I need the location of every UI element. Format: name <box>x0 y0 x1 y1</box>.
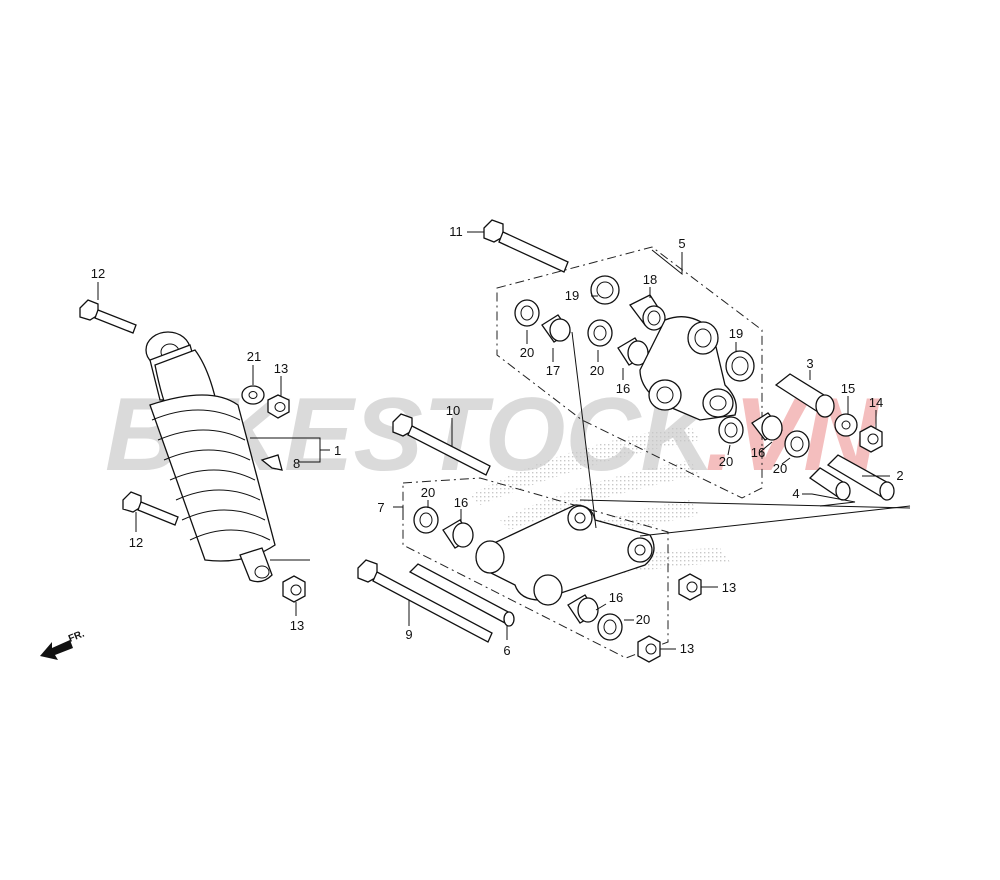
front-direction-indicator: FR. <box>40 628 86 660</box>
callout-19-right: 19 <box>729 326 743 341</box>
callout-9: 9 <box>405 627 412 642</box>
nut-14 <box>859 425 883 453</box>
callout-16-rod-upper: 16 <box>454 495 468 510</box>
nut-13-upper-shock <box>267 394 290 419</box>
callout-20-arm-lower-left: 20 <box>719 454 733 469</box>
front-label: FR. <box>67 628 86 644</box>
pin-2 <box>826 454 895 501</box>
callout-20-arm-left: 20 <box>520 345 534 360</box>
seal-19-right <box>725 350 755 382</box>
callout-16-rod-lower: 16 <box>609 590 623 605</box>
bushing-17 <box>541 314 571 343</box>
shock-arm <box>639 316 737 421</box>
shock-absorber <box>145 331 276 583</box>
seal-20-arm-left <box>514 299 540 327</box>
nut-13-bottom <box>637 635 661 663</box>
callout-15: 15 <box>841 381 855 396</box>
collar-18 <box>629 294 666 331</box>
bearing-16-rod-upper <box>442 519 474 549</box>
callout-13-rod-right: 13 <box>722 580 736 595</box>
callout-12-lower: 12 <box>129 535 143 550</box>
arm-assembly-outline <box>496 246 763 499</box>
clip-8 <box>260 454 283 471</box>
pin-6 <box>408 563 515 627</box>
callout-4: 4 <box>792 486 799 501</box>
seal-20-arm-lower-right <box>784 430 810 458</box>
bearing-16-rod-lower <box>567 594 599 624</box>
seal-20-rod-lower <box>597 613 623 641</box>
bolt-12-upper <box>79 299 137 334</box>
callout-7: 7 <box>377 500 384 515</box>
seal-19-left <box>590 275 620 305</box>
callout-14: 14 <box>869 395 883 410</box>
callout-13-shock-upper: 13 <box>274 361 288 376</box>
callout-8: 8 <box>293 456 300 471</box>
collar-4 <box>808 467 851 501</box>
callout-11: 11 <box>449 224 463 239</box>
callout-19-left: 19 <box>565 288 579 303</box>
callout-20-rod-lower: 20 <box>636 612 650 627</box>
bolt-9 <box>357 559 493 643</box>
seal-20-arm-lower-left <box>718 416 744 444</box>
nut-13-lower-shock <box>282 575 306 603</box>
seal-20-arm-middle <box>587 319 613 347</box>
callout-2: 2 <box>896 468 903 483</box>
callout-21: 21 <box>247 349 261 364</box>
callout-6: 6 <box>503 643 510 658</box>
bearing-16-arm-lower <box>751 412 783 441</box>
bolt-10 <box>392 413 491 476</box>
cushion-rod <box>475 504 655 606</box>
callout-18: 18 <box>643 272 657 287</box>
callout-13-bottom: 13 <box>680 641 694 656</box>
callout-20-rod-upper: 20 <box>421 485 435 500</box>
callout-13-shock-lower: 13 <box>290 618 304 633</box>
arrow-icon <box>40 640 73 660</box>
callout-17: 17 <box>546 363 560 378</box>
collar-3 <box>774 373 835 418</box>
callout-20-arm-middle: 20 <box>590 363 604 378</box>
washer-15 <box>834 413 858 437</box>
callout-1: 1 <box>334 443 341 458</box>
nut-13-rod-right <box>678 573 702 601</box>
washer-21 <box>241 385 265 405</box>
bolt-11 <box>483 219 569 273</box>
rod-assembly-outline <box>402 477 669 659</box>
seal-20-rod-upper <box>413 506 439 534</box>
leader-lines <box>97 231 911 650</box>
callout-12-upper: 12 <box>91 266 105 281</box>
bearing-16-arm <box>617 337 649 366</box>
callout-labels: 12 12 21 13 1 8 13 11 5 19 18 19 3 15 14… <box>91 224 904 658</box>
callout-20-arm-lower-right: 20 <box>773 461 787 476</box>
callout-5: 5 <box>678 236 685 251</box>
callout-10: 10 <box>446 403 460 418</box>
callout-16-arm: 16 <box>616 381 630 396</box>
callout-3: 3 <box>806 356 813 371</box>
callout-16-arm-lower: 16 <box>751 445 765 460</box>
bolt-12-lower <box>122 491 179 526</box>
